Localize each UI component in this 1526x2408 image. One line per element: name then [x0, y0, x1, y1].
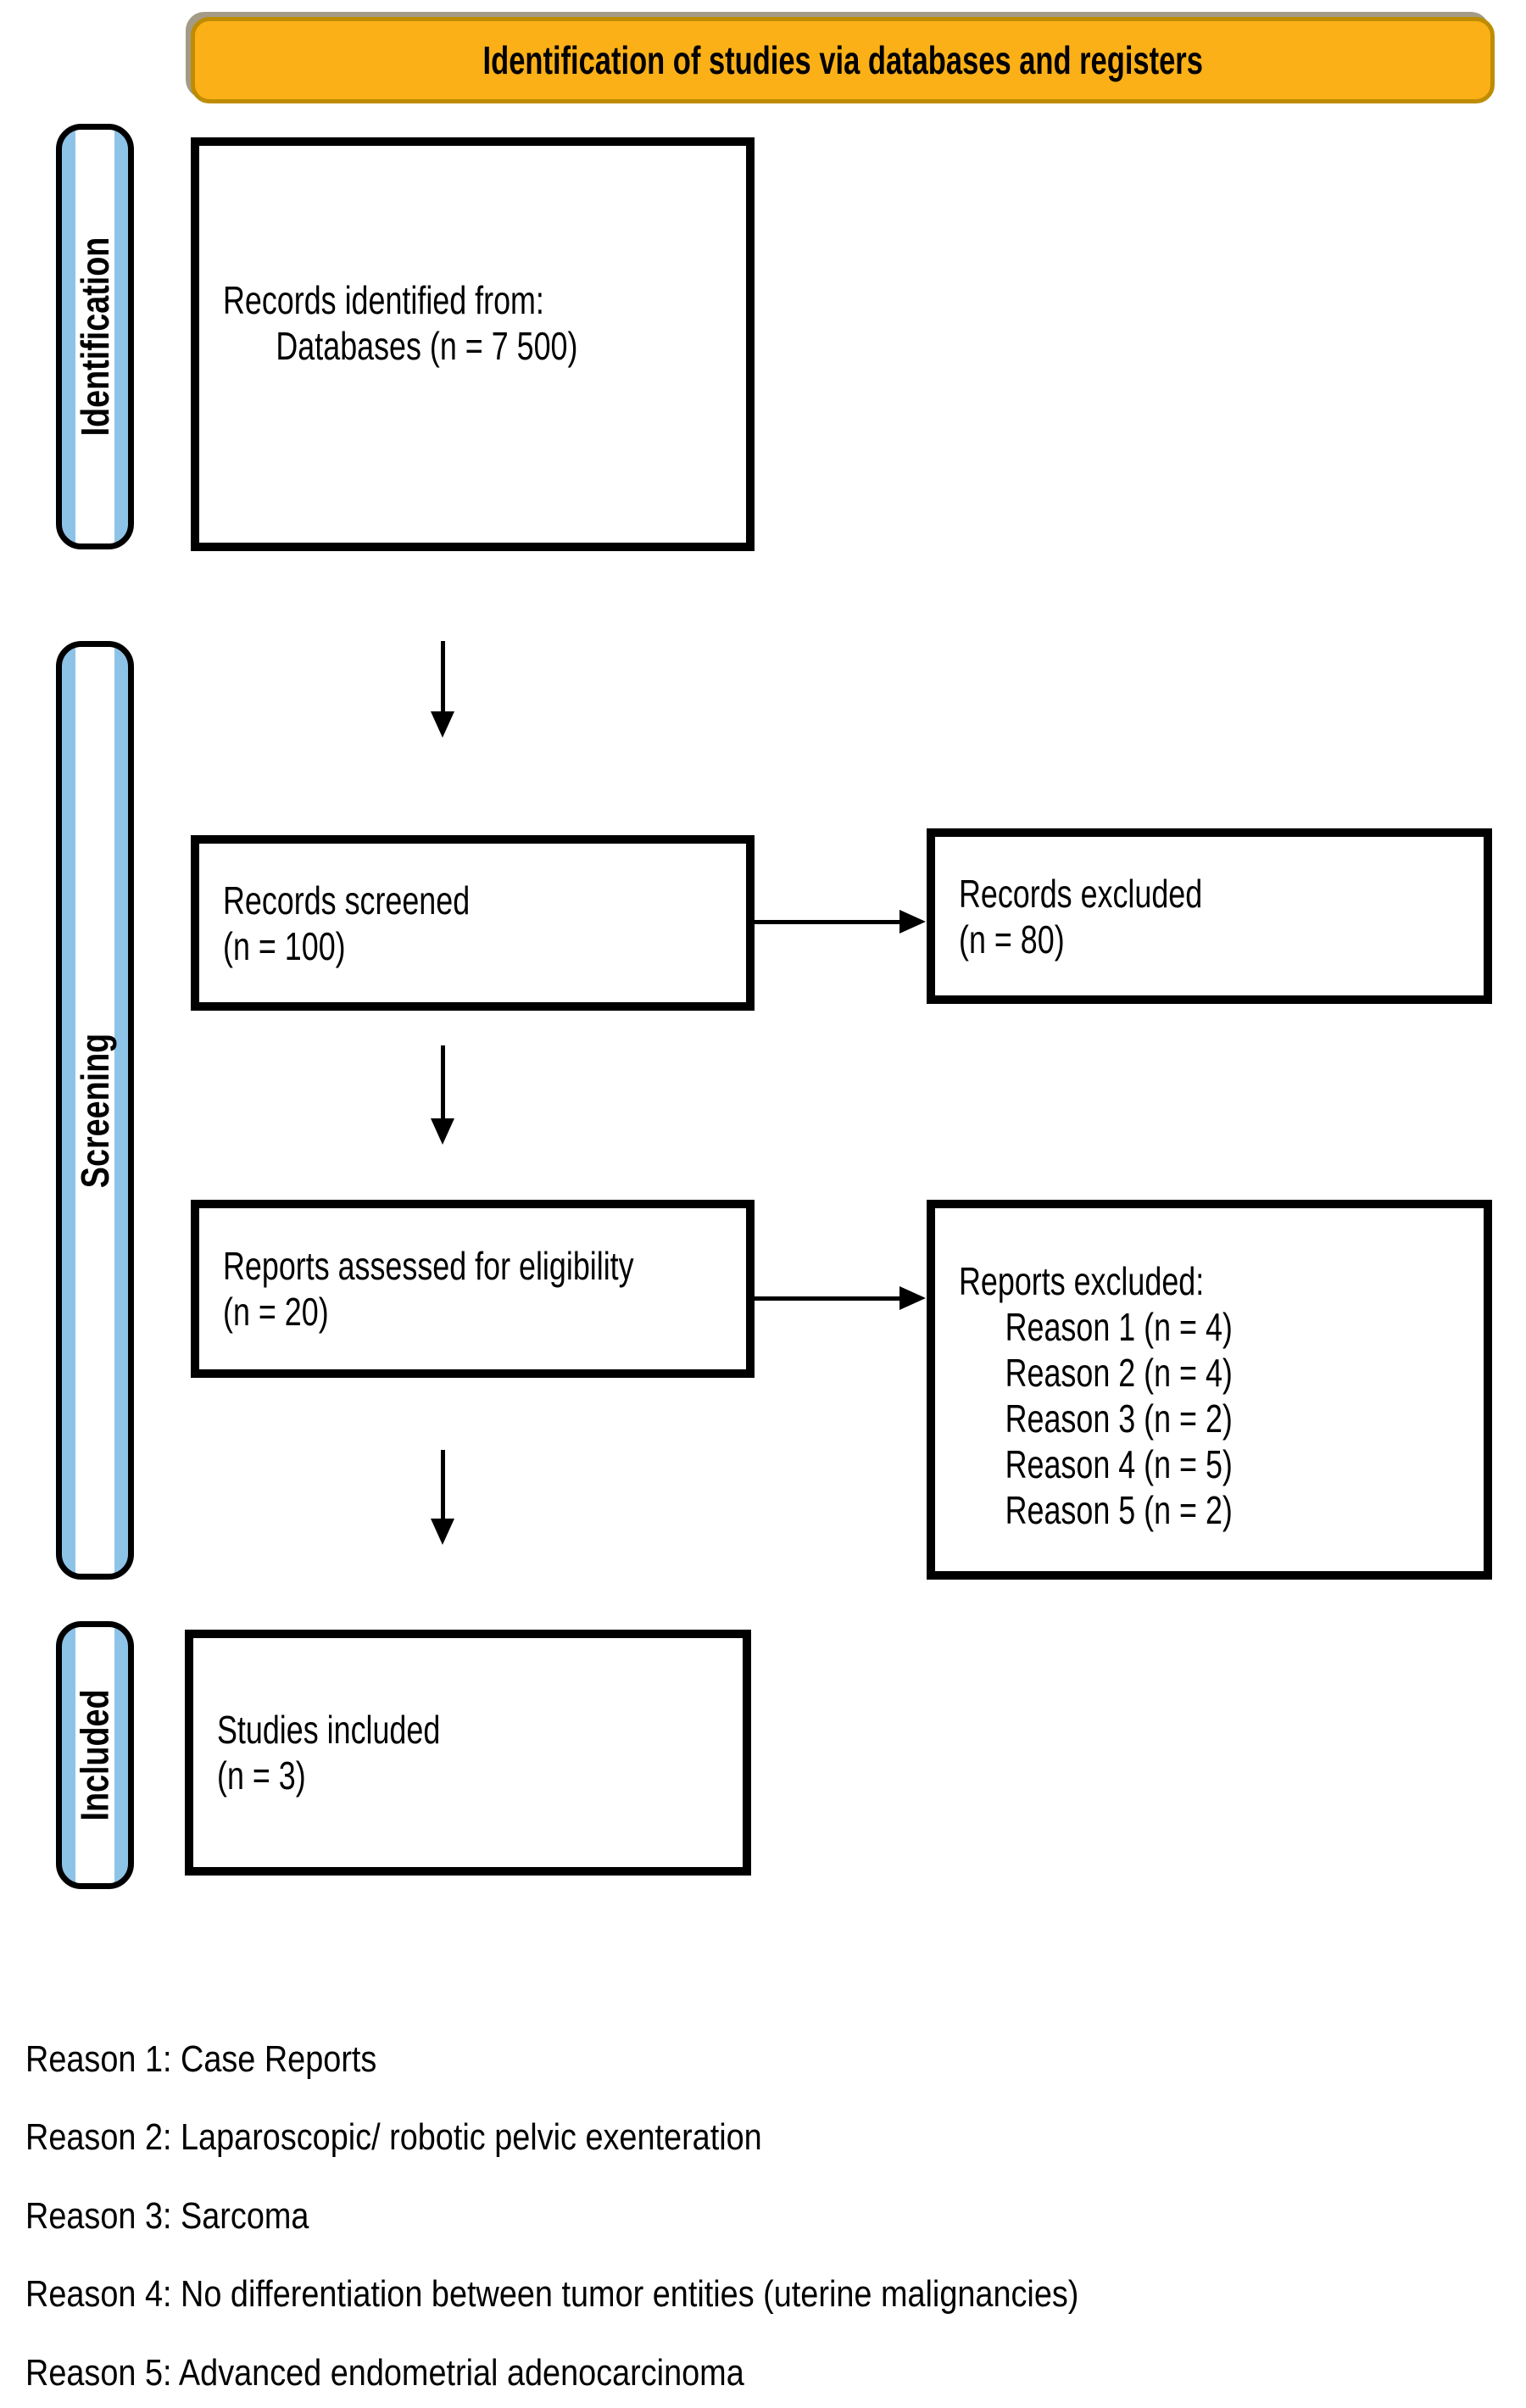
reports-excluded-reason: Reason 5 (n = 2): [1005, 1488, 1233, 1532]
studies-included-line2: (n = 3): [217, 1753, 306, 1798]
arrow-down-head-icon: [431, 711, 454, 738]
records-identified-line1: Records identified from:: [223, 278, 544, 322]
footnote-reason-4: Reason 4: No differentiation between tum…: [25, 2273, 1079, 2315]
records-identified-line2: Databases (n = 7 500): [276, 324, 578, 368]
records-excluded-line1: Records excluded: [959, 871, 1203, 916]
box-reports-assessed: Reports assessed for eligibility (n = 20…: [191, 1200, 755, 1378]
arrow-right-icon: [755, 1296, 900, 1301]
banner: Identification of studies via databases …: [191, 17, 1495, 103]
footnote-reason-2: Reason 2: Laparoscopic/ robotic pelvic e…: [25, 2116, 762, 2158]
box-records-identified: Records identified from: Databases (n = …: [191, 137, 755, 551]
reports-excluded-reason: Reason 3 (n = 2): [1005, 1396, 1233, 1441]
records-screened-line1: Records screened: [223, 878, 471, 923]
reports-excluded-reason: Reason 4 (n = 5): [1005, 1442, 1233, 1486]
box-studies-included: Studies included (n = 3): [185, 1630, 751, 1876]
rail-screening-label: Screening: [73, 1033, 118, 1188]
box-reports-excluded: Reports excluded: Reason 1 (n = 4) Reaso…: [927, 1200, 1492, 1580]
box-records-excluded: Records excluded (n = 80): [927, 828, 1492, 1004]
reports-excluded-reason: Reason 2 (n = 4): [1005, 1351, 1233, 1395]
arrow-down-icon: [441, 1045, 445, 1119]
studies-included-line1: Studies included: [217, 1708, 441, 1752]
rail-included-label: Included: [73, 1689, 117, 1821]
records-screened-line2: (n = 100): [223, 923, 346, 968]
arrow-right-icon: [755, 920, 900, 924]
banner-title: Identification of studies via databases …: [482, 38, 1203, 82]
rail-identification-label: Identification: [73, 237, 118, 437]
arrow-right-head-icon: [899, 910, 926, 934]
reports-assessed-line2: (n = 20): [223, 1290, 329, 1334]
footnote-reason-1: Reason 1: Case Reports: [25, 2038, 377, 2080]
rail-screening: Screening: [56, 641, 134, 1580]
reports-excluded-heading: Reports excluded:: [959, 1259, 1205, 1303]
arrow-down-head-icon: [431, 1118, 454, 1145]
box-records-screened: Records screened (n = 100): [191, 835, 755, 1011]
rail-included: Included: [56, 1621, 134, 1889]
records-excluded-line2: (n = 80): [959, 917, 1065, 962]
arrow-down-head-icon: [431, 1519, 454, 1545]
footnote-reason-5: Reason 5: Advanced endometrial adenocarc…: [25, 2352, 744, 2394]
reports-assessed-line1: Reports assessed for eligibility: [223, 1244, 634, 1288]
footnote-reason-3: Reason 3: Sarcoma: [25, 2195, 309, 2237]
arrow-down-icon: [441, 641, 445, 712]
reports-excluded-reason: Reason 1 (n = 4): [1005, 1305, 1233, 1349]
arrow-down-icon: [441, 1450, 445, 1519]
rail-identification: Identification: [56, 124, 134, 549]
arrow-right-head-icon: [899, 1286, 926, 1310]
